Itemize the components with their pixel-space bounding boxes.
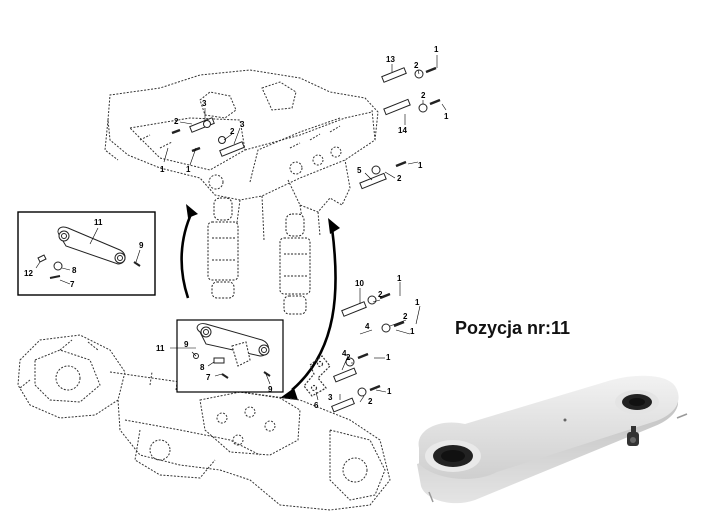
inset-callout-11: 11 [156, 344, 165, 353]
pin-10 [341, 301, 367, 317]
callout-1: 1 [410, 327, 415, 336]
inset-callout-9: 9 [184, 340, 189, 349]
link-bar-top [418, 375, 679, 479]
callout-3: 3 [240, 120, 245, 129]
pin-3b [219, 141, 245, 157]
callout-2: 2 [378, 290, 383, 299]
callout-1: 1 [186, 165, 191, 174]
pin-5 [359, 172, 387, 190]
pin-3 [331, 397, 355, 413]
inset-callout-12: 12 [24, 269, 33, 278]
callout-1: 1 [160, 165, 165, 174]
inset-top-left: 11 9 12 8 7 [17, 211, 156, 296]
callout-1: 1 [386, 353, 391, 362]
pin-13 [381, 67, 407, 83]
inset-callout-11: 11 [94, 218, 103, 227]
callout-2: 2 [414, 61, 419, 70]
callout-2: 2 [174, 117, 179, 126]
callout-2: 2 [421, 91, 426, 100]
callout-3: 3 [328, 393, 333, 402]
lower-fasteners [331, 292, 405, 413]
callout-5: 5 [357, 166, 362, 175]
grease-nipple [627, 426, 639, 446]
lower-callout-labels: 10 1 2 1 4 2 1 4 2 1 3 2 1 6 [314, 274, 420, 410]
shock-absorbers [207, 197, 311, 315]
inset-callout-8: 8 [72, 266, 77, 275]
callout-10: 10 [355, 279, 364, 288]
callout-1: 1 [418, 161, 423, 170]
arrow-heads [186, 204, 340, 400]
inset-callout-8: 8 [200, 363, 205, 372]
callout-2: 2 [403, 312, 408, 321]
callout-2: 2 [346, 353, 351, 362]
callout-1: 1 [444, 112, 449, 121]
pin-14 [383, 98, 411, 116]
callout-4: 4 [342, 349, 347, 358]
inset-callout-7: 7 [206, 373, 211, 382]
callout-6: 6 [314, 401, 319, 410]
lower-callouts [315, 282, 421, 403]
callout-4: 4 [365, 322, 370, 331]
upper-frame-drawing [104, 69, 379, 241]
pin-4 [333, 367, 357, 383]
position-caption: Pozycja nr:11 [455, 318, 571, 338]
upper-callouts [163, 55, 447, 181]
callout-13: 13 [386, 55, 395, 64]
upper-callout-labels: 13 1 2 2 1 14 3 2 3 2 1 1 5 1 2 [160, 45, 449, 183]
callout-1: 1 [434, 45, 439, 54]
callout-3: 3 [202, 99, 207, 108]
chain-link-6 [303, 355, 331, 397]
inset-callout-7: 7 [70, 280, 75, 289]
callout-1: 1 [387, 387, 392, 396]
callout-14: 14 [398, 126, 407, 135]
inset-bottom: 11 9 8 7 9 [156, 319, 284, 394]
callout-2: 2 [397, 174, 402, 183]
inset-callout-9: 9 [268, 385, 273, 394]
axle-housing-drawing [17, 334, 391, 511]
callout-2: 2 [368, 397, 373, 406]
callout-2: 2 [230, 127, 235, 136]
part-11-photo [405, 368, 703, 512]
assembly-arrows [180, 211, 337, 391]
callout-1: 1 [397, 274, 402, 283]
callout-1: 1 [415, 298, 420, 307]
upper-fasteners [171, 66, 441, 190]
inset-callout-9: 9 [139, 241, 144, 250]
